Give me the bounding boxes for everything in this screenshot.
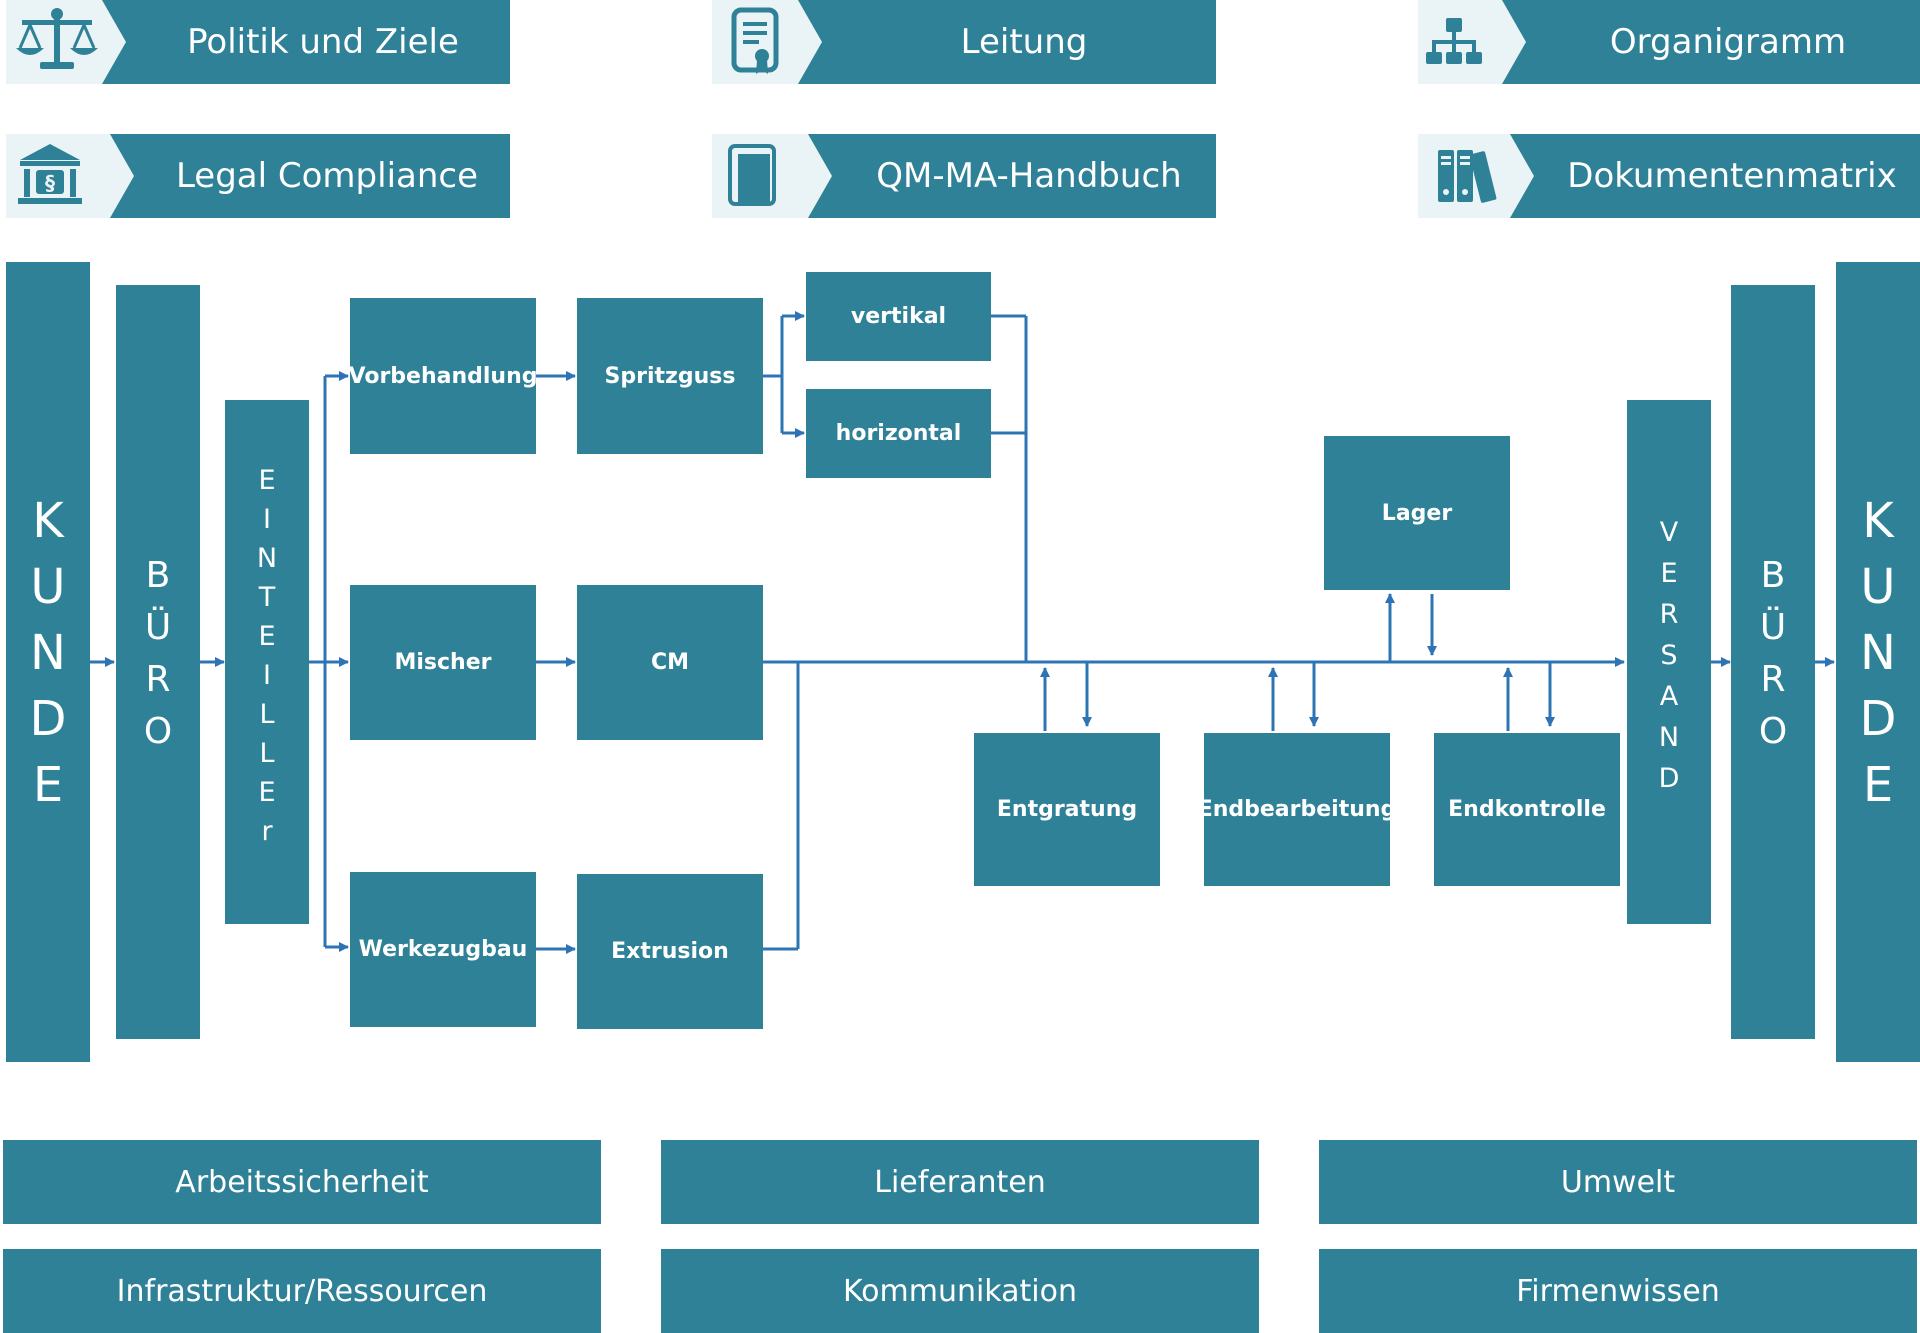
column-letter: O [1758, 711, 1788, 752]
column-letter: U [30, 559, 66, 615]
process-box-endkontrolle[interactable]: Endkontrolle [1434, 733, 1620, 886]
process-box-mischer[interactable]: Mischer [350, 585, 536, 740]
column-letter: K [32, 493, 64, 549]
bottom-tile-infrastruktur[interactable]: Infrastruktur/Ressourcen [3, 1249, 601, 1333]
bottom-tile-kommunikation[interactable]: Kommunikation [661, 1249, 1259, 1333]
header-tile-handbuch[interactable]: QM-MA-Handbuch [712, 134, 1216, 218]
header-tile-dokumentenmatrix[interactable]: Dokumentenmatrix [1418, 134, 1920, 218]
certificate-icon [712, 0, 832, 84]
header-tile-organigramm[interactable]: Organigramm [1418, 0, 1920, 84]
courthouse-icon: § [6, 134, 144, 218]
book-icon [712, 134, 842, 218]
column-letter: R [1659, 598, 1679, 630]
column-letter: B [145, 555, 171, 596]
org-chart-icon [1418, 0, 1536, 84]
process-box-endbearbeitung[interactable]: Endbearbeitung [1198, 733, 1396, 886]
column-letter: S [1660, 639, 1678, 671]
column-letter: O [143, 711, 173, 752]
column-letter: L [259, 738, 275, 769]
column-letter: R [1760, 659, 1786, 700]
column-letter: E [258, 777, 276, 808]
column-letter: R [145, 659, 171, 700]
header-tile-label: Dokumentenmatrix [1544, 134, 1920, 218]
column-letter: D [1658, 762, 1680, 794]
column-letter: B [1760, 555, 1786, 596]
scales-icon [6, 0, 136, 84]
column-letter: E [1862, 757, 1894, 813]
column-letter: A [1659, 680, 1679, 712]
process-box-cm[interactable]: CM [577, 585, 763, 740]
column-letter: I [263, 660, 271, 691]
process-box-spritzguss[interactable]: Spritzguss [577, 298, 763, 454]
svg-text:§: § [45, 171, 55, 195]
binders-icon [1418, 134, 1544, 218]
column-letter: V [1659, 516, 1679, 548]
process-box-vorbehandlung[interactable]: Vorbehandlung [349, 298, 538, 454]
header-tile-leitung[interactable]: Leitung [712, 0, 1216, 84]
bottom-tile-lieferanten[interactable]: Lieferanten [661, 1140, 1259, 1224]
process-box-lager[interactable]: Lager [1324, 436, 1510, 590]
column-letter: T [258, 582, 276, 613]
column-letter: L [259, 699, 275, 730]
header-tile-label: Leitung [832, 0, 1216, 84]
header-tile-label: QM-MA-Handbuch [842, 134, 1216, 218]
header-tile-label: Organigramm [1536, 0, 1920, 84]
column-letter: I [263, 504, 271, 535]
header-tile-politik[interactable]: Politik und Ziele [6, 0, 510, 84]
column-letter: E [258, 621, 276, 652]
column-letter: N [1658, 721, 1680, 753]
column-letter: E [32, 757, 64, 813]
column-letter: K [1862, 493, 1894, 549]
bottom-tile-arbeitssicherheit[interactable]: Arbeitssicherheit [3, 1140, 601, 1224]
column-letter: U [1860, 559, 1896, 615]
process-box-entgratung[interactable]: Entgratung [974, 733, 1160, 886]
process-box-vertikal[interactable]: vertikal [806, 272, 991, 361]
column-letter: r [261, 816, 273, 847]
column-letter: E [1660, 557, 1678, 589]
column-letter: D [29, 691, 67, 747]
column-letter: E [258, 465, 276, 496]
column-letter: N [30, 625, 66, 681]
header-tile-label: Legal Compliance [144, 134, 510, 218]
process-box-horizontal[interactable]: horizontal [806, 389, 991, 478]
header-tile-label: Politik und Ziele [136, 0, 510, 84]
process-box-extrusion[interactable]: Extrusion [577, 874, 763, 1029]
column-letter: Ü [1759, 607, 1787, 648]
column-letter: Ü [144, 607, 172, 648]
column-letter: D [1859, 691, 1897, 747]
header-tile-legal[interactable]: § Legal Compliance [6, 134, 510, 218]
column-letter: N [1860, 625, 1896, 681]
bottom-tile-umwelt[interactable]: Umwelt [1319, 1140, 1917, 1224]
process-box-werkezugbau[interactable]: Werkezugbau [350, 872, 536, 1027]
column-letter: N [256, 543, 278, 574]
bottom-tile-firmenwissen[interactable]: Firmenwissen [1319, 1249, 1917, 1333]
